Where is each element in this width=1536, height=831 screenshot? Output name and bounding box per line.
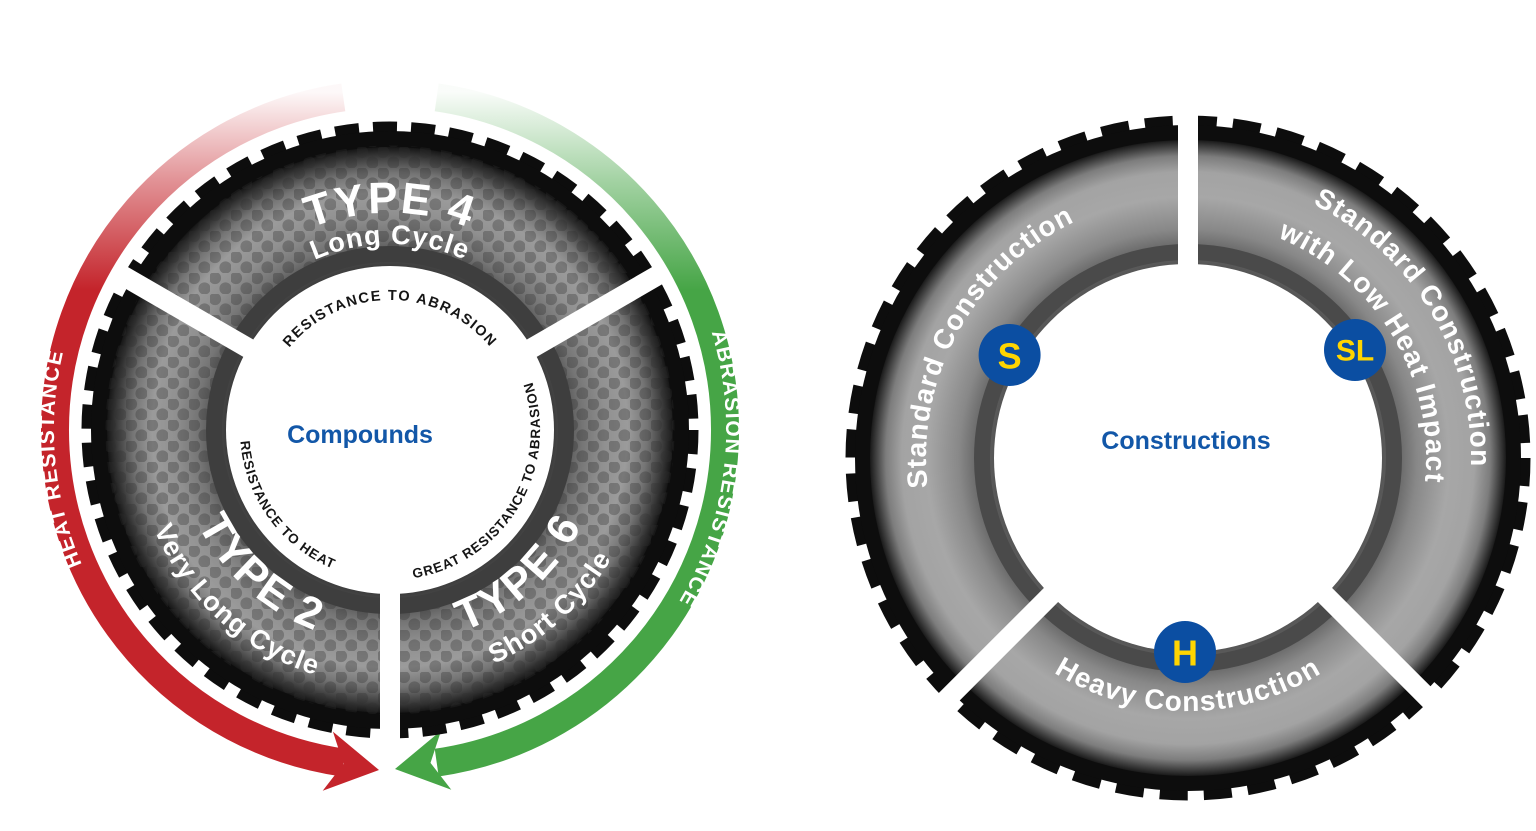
abrasion-resistance-arrow bbox=[395, 83, 739, 790]
tread-blocks-right bbox=[845, 115, 1531, 801]
compounds-tire: TYPE 4 Long Cycle TYPE 2 Very Long Cycle… bbox=[81, 121, 699, 742]
badge-sl: SL bbox=[1324, 319, 1386, 381]
badge-s-letter: S bbox=[998, 336, 1022, 377]
badge-h: H bbox=[1154, 621, 1216, 683]
constructions-center-label: Constructions bbox=[1101, 427, 1270, 455]
heat-resistance-arrow bbox=[41, 83, 379, 791]
constructions-diagram: Standard Construction Standard Construct… bbox=[845, 113, 1531, 801]
heat-arrowhead-icon bbox=[322, 731, 379, 791]
constructions-tire: Standard Construction Standard Construct… bbox=[845, 113, 1531, 801]
compounds-diagram: TYPE 4 Long Cycle TYPE 2 Very Long Cycle… bbox=[36, 83, 743, 791]
abrasion-arrowhead-icon bbox=[395, 730, 452, 790]
segment-dividers-right bbox=[936, 113, 1440, 710]
badge-s: S bbox=[978, 324, 1041, 386]
segment-dividers-left bbox=[114, 265, 666, 742]
badge-h-letter: H bbox=[1172, 633, 1198, 674]
compounds-center-label: Compounds bbox=[287, 421, 433, 449]
badge-sl-letter: SL bbox=[1336, 335, 1374, 368]
